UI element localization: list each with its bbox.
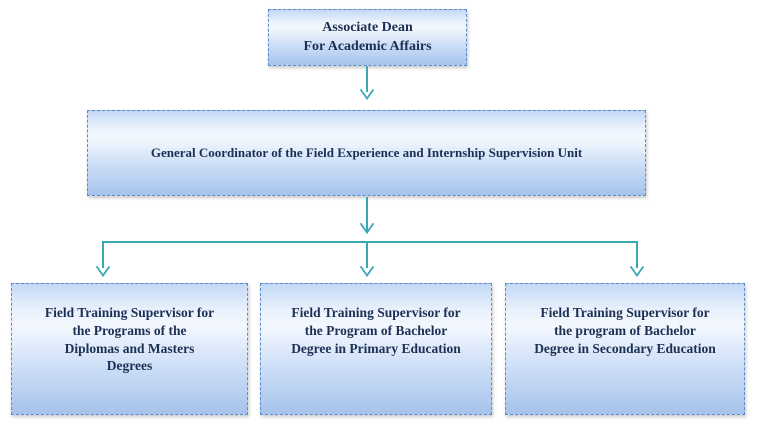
node-associate-dean: Associate Dean For Academic Affairs — [268, 9, 467, 66]
node-supervisor-bachelor-primary: Field Training Supervisor for the Progra… — [260, 283, 492, 415]
arrow-down-icon — [96, 266, 110, 277]
node-label-line: General Coordinator of the Field Experie… — [150, 145, 583, 161]
node-supervisor-bachelor-secondary: Field Training Supervisor for the progra… — [505, 283, 745, 415]
node-label-line: Diplomas and Masters — [64, 340, 195, 356]
node-label-line: the program of Bachelor — [554, 322, 696, 338]
node-label-line: Degree in Primary Education — [291, 340, 461, 356]
connector-coordinator-branch-line — [366, 197, 368, 233]
node-label-line: the Programs of the — [72, 322, 187, 338]
arrow-down-icon — [360, 266, 374, 277]
connector-dean-coordinator-line — [366, 66, 368, 92]
node-label-line: the Program of Bachelor — [304, 322, 448, 338]
connector-branch-diplomas-line — [102, 243, 104, 268]
connector-branch-horizontal-line — [102, 241, 638, 243]
node-label-line: Degrees — [106, 358, 153, 374]
arrow-down-icon — [630, 266, 644, 277]
node-label-line: Field Training Supervisor for — [44, 305, 215, 320]
arrow-down-icon — [360, 223, 374, 234]
node-general-coordinator: General Coordinator of the Field Experie… — [87, 110, 646, 196]
node-label-line: Field Training Supervisor for — [540, 305, 710, 320]
connector-branch-secondary-line — [636, 243, 638, 268]
node-label-line: Associate Dean — [322, 20, 413, 36]
node-supervisor-diplomas-masters: Field Training Supervisor for the Progra… — [11, 283, 248, 415]
node-label-line: Degree in Secondary Education — [534, 340, 716, 356]
node-label-line: Field Training Supervisor for — [291, 305, 461, 320]
node-label-line: For Academic Affairs — [303, 38, 432, 54]
connector-branch-primary-line — [366, 243, 368, 268]
arrow-down-icon — [360, 89, 374, 100]
